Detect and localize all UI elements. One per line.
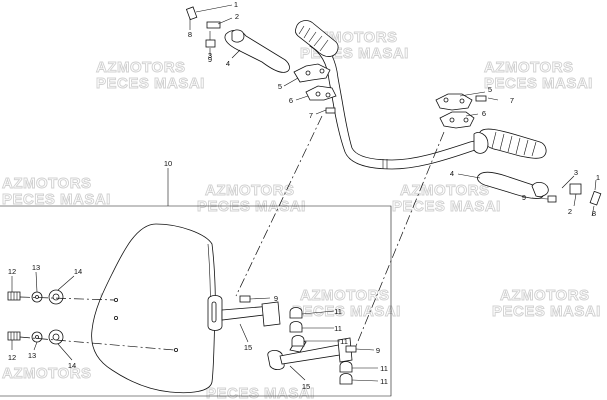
callout-2: 2 — [568, 207, 572, 216]
callout-15: 15 — [302, 382, 310, 391]
watermark-line1: AZMOTORS — [2, 175, 92, 192]
windscreen-assembly-frame — [0, 168, 392, 397]
right-clamp-brackets — [435, 93, 487, 129]
left-brake-lever — [185, 6, 290, 73]
right-bolt — [589, 190, 602, 206]
callout-5: 5 — [488, 85, 492, 94]
callout-11: 11 — [380, 364, 388, 373]
right-grip — [473, 128, 547, 159]
callout-labels: 1 2 3 4 8 9 5 6 7 5 6 7 3 4 9 2 1 8 10 1… — [8, 0, 600, 391]
callout-14: 14 — [68, 361, 76, 370]
callout-1: 1 — [596, 173, 600, 182]
windscreen — [91, 223, 216, 394]
callout-11: 11 — [334, 307, 342, 316]
watermark-line1: AZMOTORS — [400, 182, 490, 199]
left-clamp-brackets — [293, 63, 337, 114]
windscreen-fasteners-upper — [7, 289, 115, 305]
watermark-line2: PECES MASAI — [206, 385, 315, 400]
callout-3: 3 — [574, 168, 578, 177]
left-grip — [295, 20, 339, 57]
callout-9: 9 — [274, 294, 278, 303]
connection-lines — [235, 115, 445, 347]
upper-mount-bracket — [207, 295, 281, 331]
mount-clips — [289, 307, 353, 385]
callout-10: 10 — [164, 159, 172, 168]
right-brake-lever — [477, 171, 602, 206]
windscreen-fasteners-lower — [7, 329, 175, 351]
watermark-line2: PECES MASAI — [392, 198, 501, 215]
callout-1: 1 — [234, 0, 238, 9]
callout-7: 7 — [510, 96, 514, 105]
callout-5: 5 — [278, 82, 282, 91]
callout-11: 11 — [380, 377, 388, 386]
left-mirror-nut — [206, 21, 221, 29]
watermark-line2: PECES MASAI — [484, 75, 593, 92]
callout-7: 7 — [309, 111, 313, 120]
callout-11: 11 — [340, 337, 348, 346]
watermark-line1: AZMOTORS — [300, 287, 390, 304]
watermark-line2: PECES MASAI — [492, 303, 601, 320]
callout-6: 6 — [289, 96, 293, 105]
callout-8: 8 — [188, 30, 192, 39]
callout-8: 8 — [592, 209, 596, 218]
watermark-line1: AZMOTORS — [484, 59, 574, 76]
lower-mount-bracket — [267, 337, 357, 370]
watermark-line2: PECES MASAI — [96, 75, 205, 92]
callout-4: 4 — [226, 59, 230, 68]
callout-11: 11 — [334, 324, 342, 333]
callout-9: 9 — [376, 346, 380, 355]
callout-2: 2 — [235, 12, 239, 21]
callout-12: 12 — [8, 267, 16, 276]
watermark-line2: PECES MASAI — [197, 198, 306, 215]
watermark-line2: PECES MASAI — [292, 303, 401, 320]
callout-3: 3 — [208, 51, 212, 60]
leader-lines — [11, 4, 597, 382]
right-mirror-nut — [569, 183, 582, 195]
callout-13: 13 — [28, 351, 36, 360]
lower-mount-nut — [345, 345, 357, 353]
right-bracket-bolt — [475, 95, 487, 102]
callout-4: 4 — [450, 169, 454, 178]
watermark-line1: AZMOTORS — [500, 287, 590, 304]
callout-14: 14 — [74, 267, 82, 276]
callout-9: 9 — [208, 55, 212, 64]
left-bolt — [185, 6, 198, 21]
watermark-line1: AZMOTORS — [96, 59, 186, 76]
watermark-line1: AZMOTORS — [205, 182, 295, 199]
upper-mount-nut — [239, 295, 251, 303]
right-perch-clamp — [547, 195, 557, 203]
callout-6: 6 — [482, 109, 486, 118]
callout-9: 9 — [522, 193, 526, 202]
watermark-line1: AZMOTORS — [2, 365, 92, 382]
left-perch-clamp — [205, 39, 216, 48]
callout-12: 12 — [8, 353, 16, 362]
watermark-line2: PECES MASAI — [2, 191, 111, 208]
left-bracket-bolt — [325, 107, 336, 114]
callout-15: 15 — [244, 343, 252, 352]
callout-13: 13 — [32, 263, 40, 272]
